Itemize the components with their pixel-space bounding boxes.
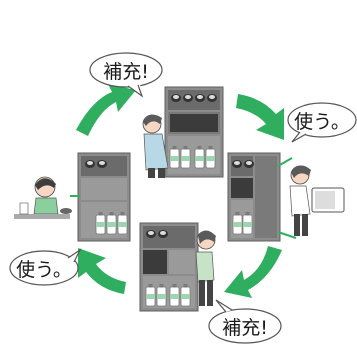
refill-arrow-icon	[76, 84, 136, 136]
bubble-label: 補充!	[222, 316, 268, 339]
person-figure-left	[14, 176, 72, 219]
refill-arrow-icon	[224, 246, 282, 298]
stockpile-shelf-right	[227, 152, 297, 242]
person-figure-right	[289, 165, 345, 236]
refill-arrow-icon	[236, 94, 284, 140]
bubble-label: 補充!	[103, 60, 149, 83]
stockpile-shelf-top	[164, 86, 224, 178]
person-figure-bottom	[195, 230, 216, 306]
bubble-label: 使う。	[16, 258, 72, 281]
cycle-arrows	[76, 84, 284, 298]
speech-bubble-use-right: 使う。	[288, 103, 356, 137]
bubble-label: 使う。	[294, 110, 350, 133]
speech-bubble-refill-top: 補充!	[90, 53, 162, 87]
refill-arrow-icon	[78, 248, 126, 294]
person-figure-top	[142, 114, 169, 178]
speech-bubble-refill-bottom: 補充!	[209, 309, 281, 343]
speech-bubble-use-left: 使う。	[10, 251, 78, 285]
stockpile-shelf-bottom	[139, 222, 199, 312]
stockpile-shelf-left	[70, 152, 131, 242]
bubble-shapes	[9, 52, 357, 344]
